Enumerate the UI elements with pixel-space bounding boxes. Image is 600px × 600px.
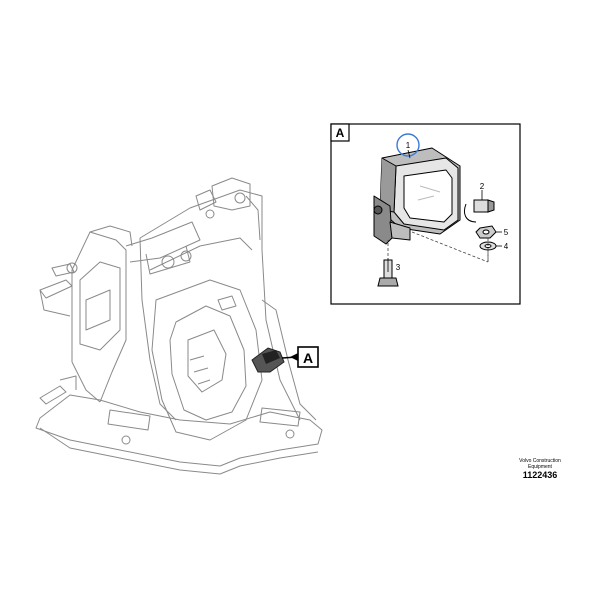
callout-1-highlight: [396, 133, 420, 157]
callout-2: 2: [480, 182, 485, 191]
loader-frame-illustration: [35, 177, 323, 475]
drawing-number: 1122436: [522, 470, 558, 480]
detail-tag-box: [330, 123, 350, 142]
lamp-bracket: [373, 195, 411, 245]
callout-5: 5: [504, 228, 509, 237]
nut: [475, 225, 497, 239]
credit-line-1: Volvo Construction: [519, 458, 561, 464]
assembly-lines: [387, 231, 489, 263]
lamp-bulb: [463, 199, 495, 223]
work-lamp-housing: [379, 147, 461, 235]
callout-4: 4: [504, 242, 509, 251]
detail-pointer: A: [281, 346, 319, 368]
pointer-tag-label: A: [303, 350, 313, 366]
credit-block: Volvo Construction Equipment 1122436: [500, 458, 580, 481]
pointer-tag-box: [297, 346, 319, 368]
callout-3: 3: [396, 263, 401, 272]
credit-line-2: Equipment: [528, 464, 552, 470]
detail-view-box: A: [330, 123, 521, 305]
detail-tag-label: A: [336, 126, 345, 140]
callout-1: 1: [406, 141, 411, 150]
work-lamp-on-frame: [251, 347, 285, 373]
